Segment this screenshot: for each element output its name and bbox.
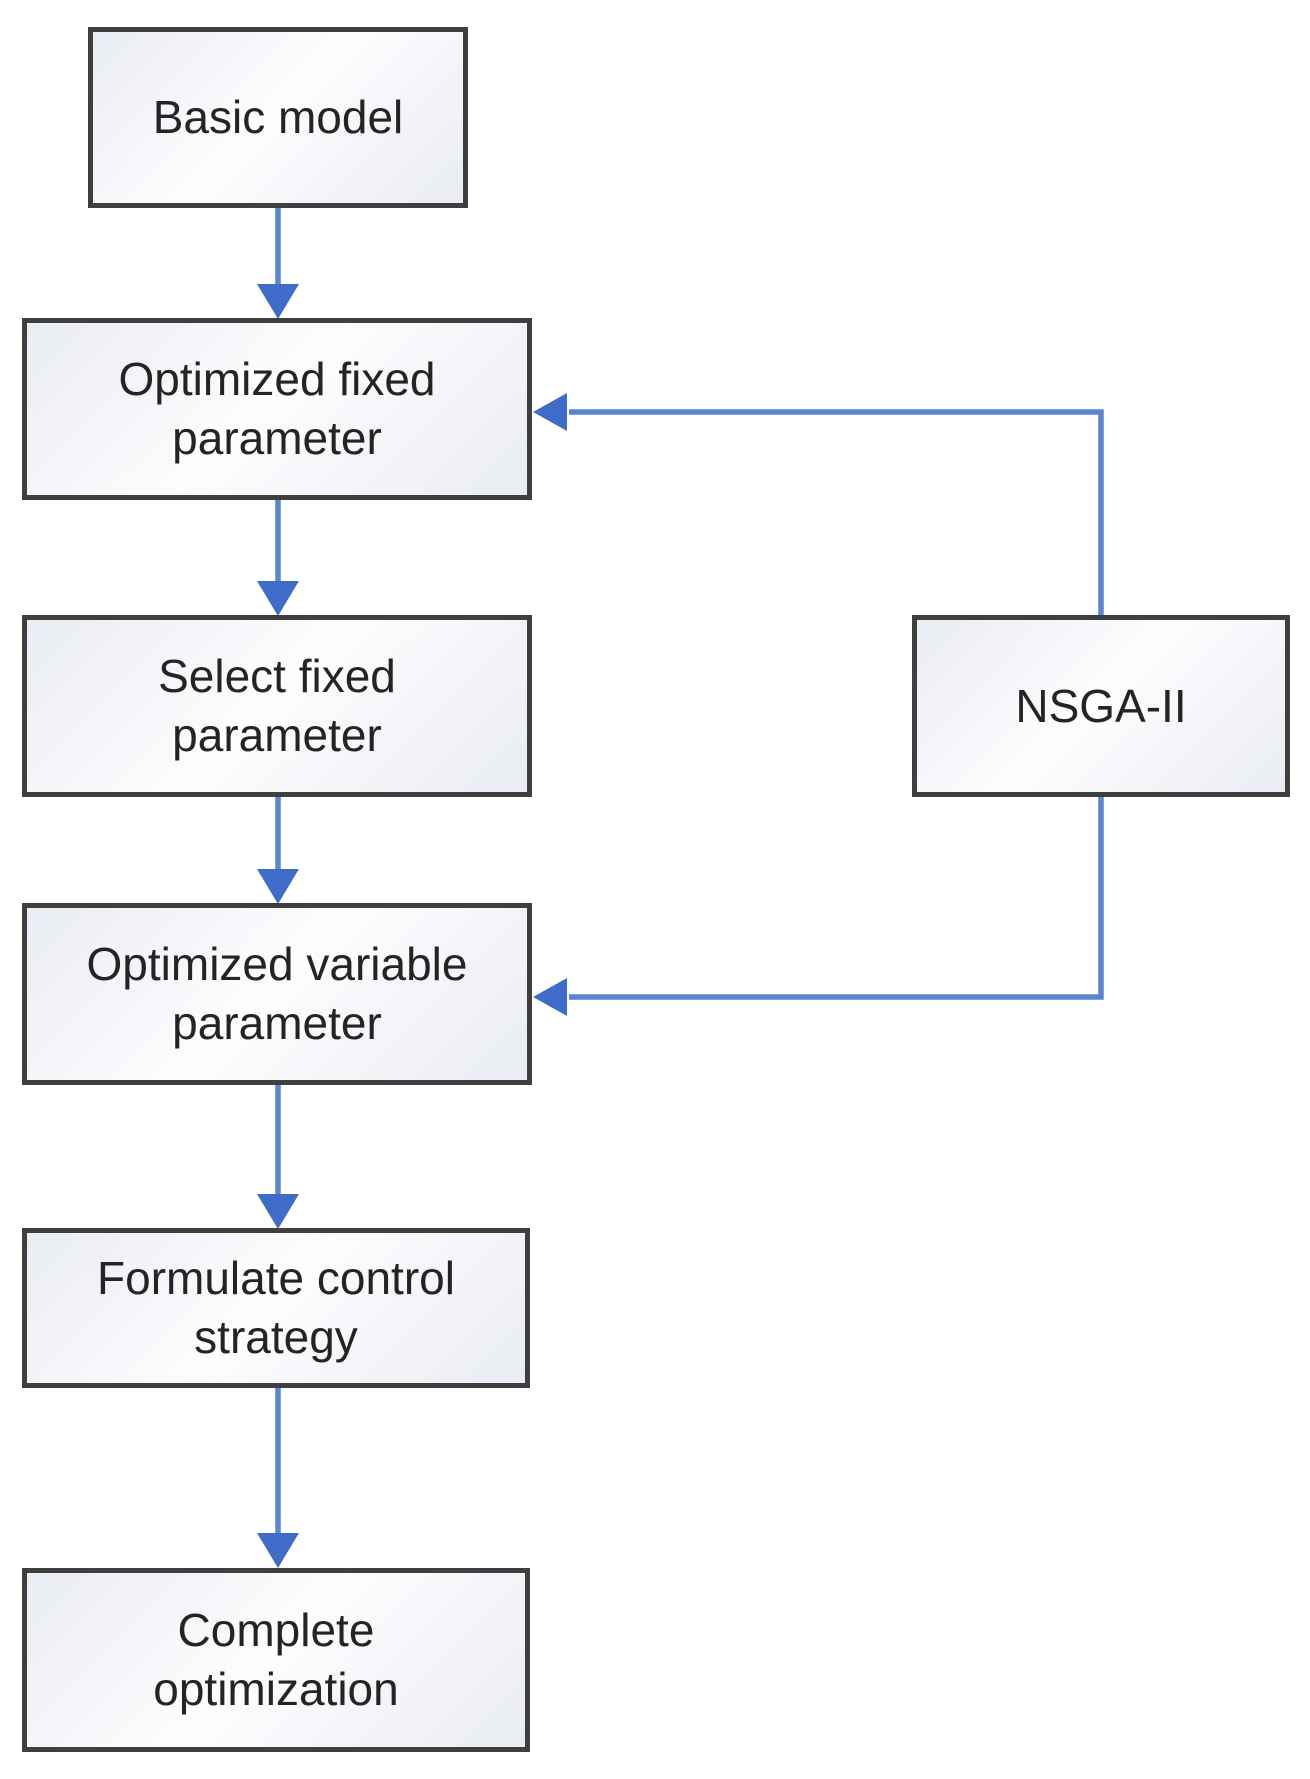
node-optimized-variable-parameter-label: Optimized variable parameter [86, 938, 468, 1049]
arrow-basic-to-optimized-fixed [257, 208, 299, 319]
node-optimized-variable-parameter: Optimized variable parameter [22, 903, 532, 1085]
node-nsga-ii: NSGA-II [912, 615, 1290, 797]
arrow-optimized-variable-to-formulate-control [257, 1085, 299, 1229]
node-formulate-control-strategy: Formulate control strategy [22, 1228, 530, 1388]
arrow-head-icon [533, 393, 567, 431]
arrow-formulate-control-to-complete-optimization [257, 1388, 299, 1568]
node-nsga-ii-label: NSGA-II [1015, 679, 1187, 732]
arrow-shaft [569, 797, 1104, 1000]
node-optimized-fixed-parameter-label: Optimized fixed parameter [118, 353, 436, 464]
arrow-head-icon [257, 869, 299, 904]
node-formulate-control-strategy-label: Formulate control strategy [97, 1252, 455, 1363]
arrow-optimized-fixed-to-select-fixed [257, 500, 299, 616]
node-complete-optimization-label: Complete optimization [153, 1604, 399, 1715]
arrow-head-icon [257, 581, 299, 616]
arrow-head-icon [257, 284, 299, 319]
arrow-select-fixed-to-optimized-variable [257, 797, 299, 904]
node-select-fixed-parameter-label: Select fixed parameter [158, 650, 396, 761]
arrow-head-icon [257, 1533, 299, 1568]
arrow-nsga-to-optimized-variable [533, 797, 1104, 1016]
node-optimized-fixed-parameter: Optimized fixed parameter [22, 318, 532, 500]
arrow-nsga-to-optimized-fixed [533, 393, 1104, 615]
arrow-head-icon [257, 1194, 299, 1229]
node-basic-model: Basic model [88, 27, 468, 208]
arrow-shaft [569, 409, 1104, 615]
node-complete-optimization: Complete optimization [22, 1568, 530, 1752]
node-select-fixed-parameter: Select fixed parameter [22, 615, 532, 797]
arrow-head-icon [533, 978, 567, 1016]
node-basic-model-label: Basic model [152, 91, 404, 144]
